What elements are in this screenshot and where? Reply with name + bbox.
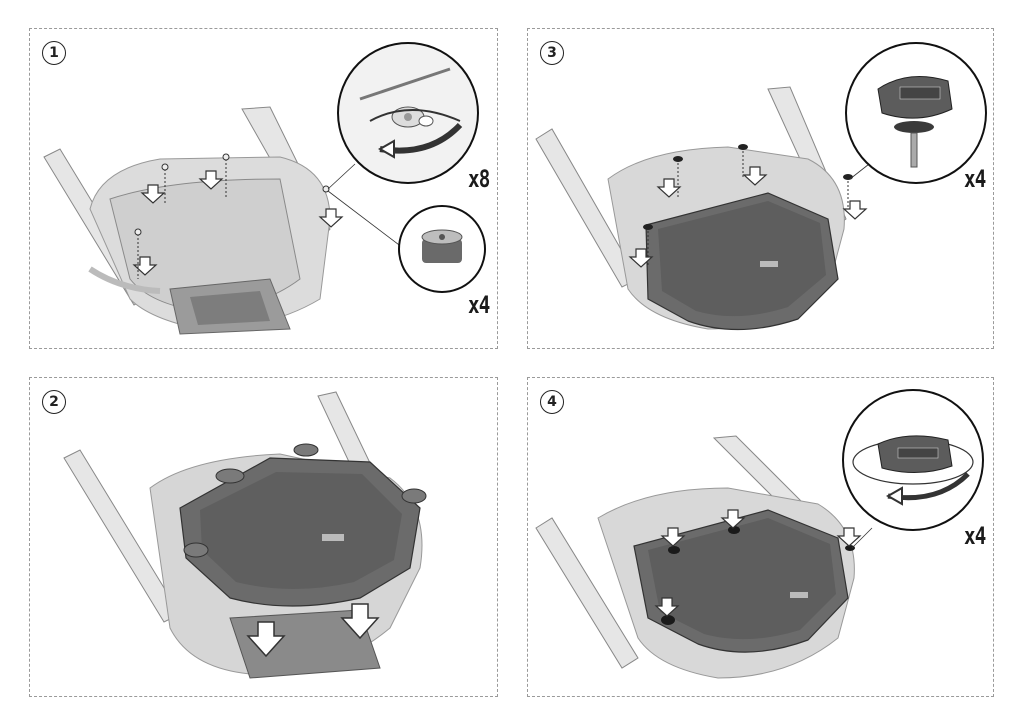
quantity-label: x4 [964,522,986,550]
step-number-badge: 1 [42,41,66,65]
step-number-badge: 3 [540,41,564,65]
step-2-illustration [63,391,427,679]
step-4-illustration [535,389,984,679]
step-3-illustration [535,42,987,331]
step-2-panel: 2 [29,377,498,697]
step-3-panel: 3 x [527,28,994,349]
quantity-label: x8 [468,165,490,193]
step-4-panel: 4 x4 [527,377,994,697]
step-number-badge: 4 [540,390,564,414]
quantity-label: x4 [468,291,490,319]
step-1-panel: 1 [29,28,498,349]
step-1-illustration [43,42,486,335]
quantity-label: x4 [964,165,986,193]
step-number-badge: 2 [42,390,66,414]
